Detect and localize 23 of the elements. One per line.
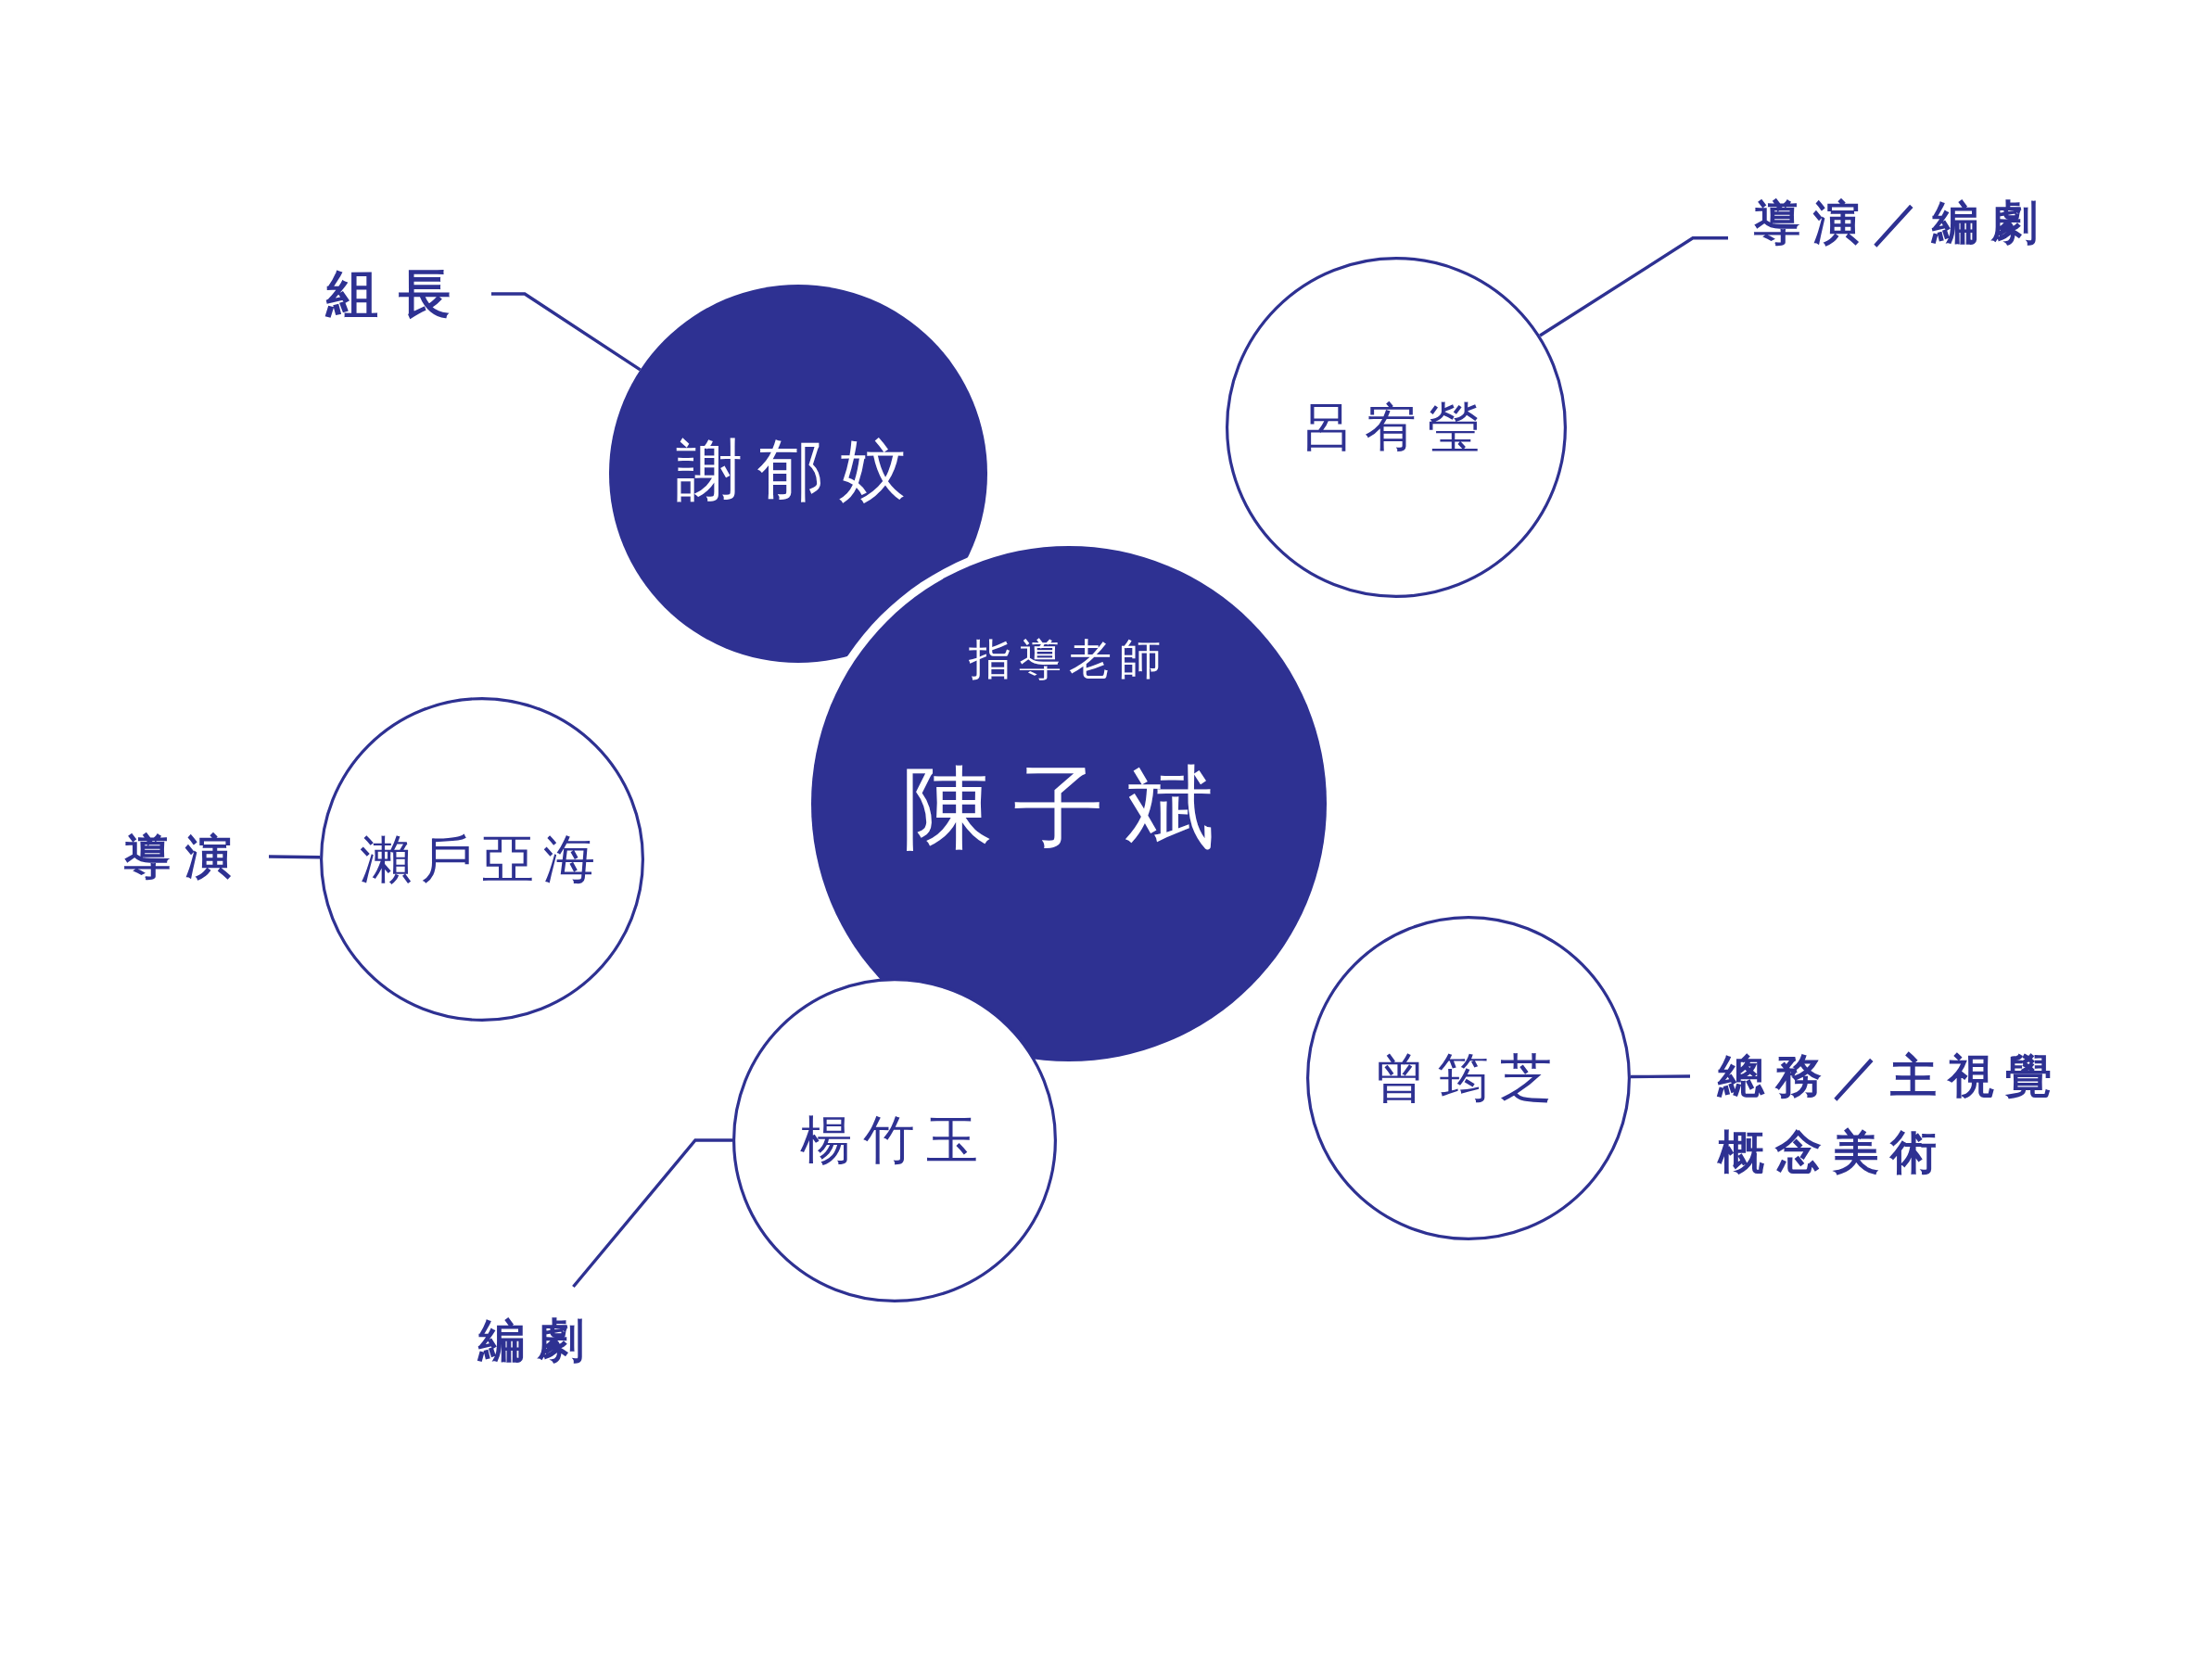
name-circle <box>1306 916 1631 1240</box>
name-circle <box>320 697 644 1022</box>
person-name: 陳子斌 <box>902 757 1236 859</box>
name-circle <box>1226 257 1567 598</box>
person-name: 呂宥瑩 <box>1302 398 1491 457</box>
role-label: 導演／編劇 <box>1754 197 2051 248</box>
name-circle <box>732 978 1057 1302</box>
leader-line <box>268 855 321 859</box>
leader-line <box>572 1138 732 1289</box>
leader-line <box>1539 236 1728 337</box>
person-name: 謝郁妏 <box>676 432 921 508</box>
person-name: 楊竹玉 <box>800 1111 989 1170</box>
role-label: 總務／主視覺 <box>1718 1048 2063 1105</box>
name-circle <box>811 546 1327 1061</box>
person-name: 瀨戶亞海 <box>360 830 604 889</box>
leader-line <box>491 292 642 372</box>
leader-line <box>1631 1074 1690 1079</box>
role-label: 編劇 <box>478 1315 597 1366</box>
person-name: 曾筠芝 <box>1374 1048 1563 1108</box>
title-text: 指導老師 <box>969 636 1169 684</box>
role-label: 概念美術 <box>1718 1124 1948 1181</box>
role-label: 組長 <box>326 264 471 324</box>
role-label: 導演 <box>124 831 247 883</box>
